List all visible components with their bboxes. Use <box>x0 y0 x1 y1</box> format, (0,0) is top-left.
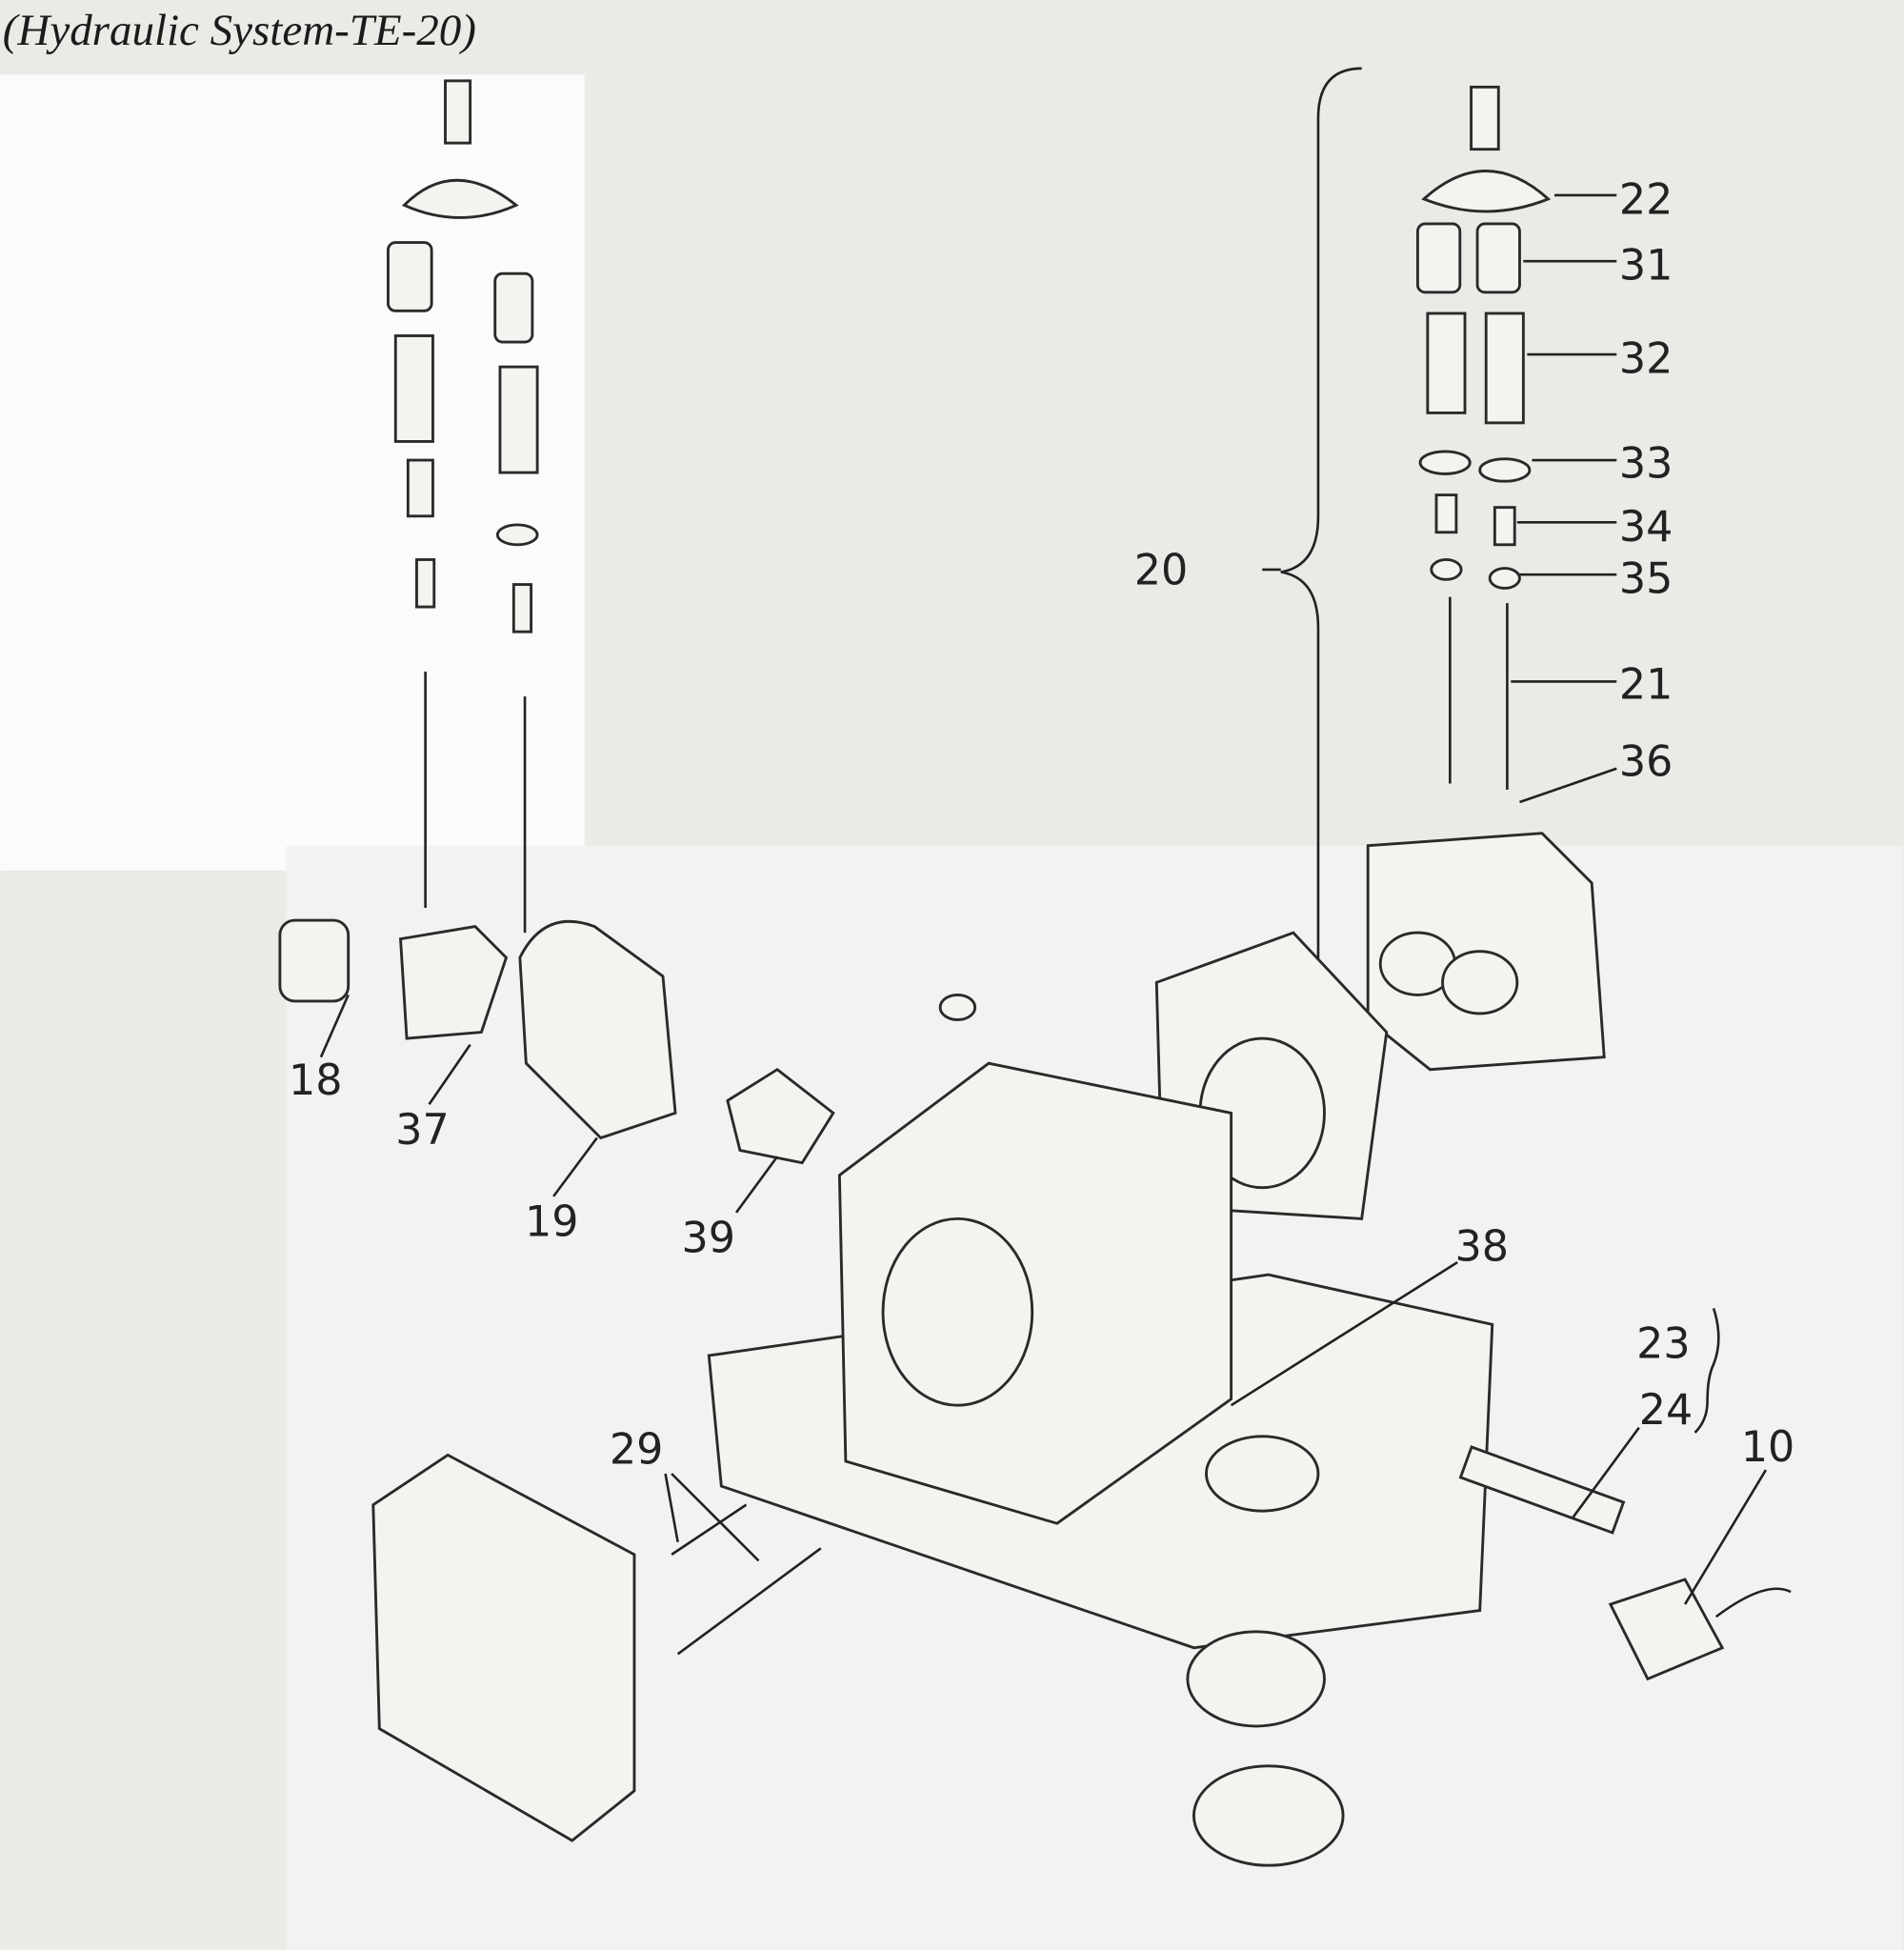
small-components <box>278 918 1792 1842</box>
callout-35: 35 <box>1619 555 1673 604</box>
callout-39: 39 <box>682 1215 735 1263</box>
callout-24: 24 <box>1639 1386 1693 1435</box>
callout-21: 21 <box>1619 661 1673 710</box>
callout-34: 34 <box>1619 503 1673 552</box>
left-valve-stack <box>387 79 539 934</box>
callout-19: 19 <box>525 1198 578 1247</box>
right-valve-stack <box>1280 67 1606 1077</box>
leader-lines <box>319 193 1768 1605</box>
callout-23: 23 <box>1636 1320 1690 1369</box>
main-housing <box>707 931 1494 1867</box>
callout-29: 29 <box>610 1426 663 1475</box>
callout-33: 33 <box>1619 439 1673 488</box>
callout-18: 18 <box>289 1056 342 1105</box>
callout-22: 22 <box>1619 176 1673 225</box>
callout-37: 37 <box>395 1106 449 1155</box>
diagram-title: (Hydraulic System-TE-20) <box>3 6 476 55</box>
callout-20: 20 <box>1134 547 1188 595</box>
callout-31: 31 <box>1619 242 1673 291</box>
callout-38: 38 <box>1455 1223 1509 1272</box>
callout-10: 10 <box>1741 1423 1794 1472</box>
callout-36: 36 <box>1619 738 1673 787</box>
callout-32: 32 <box>1619 335 1673 384</box>
